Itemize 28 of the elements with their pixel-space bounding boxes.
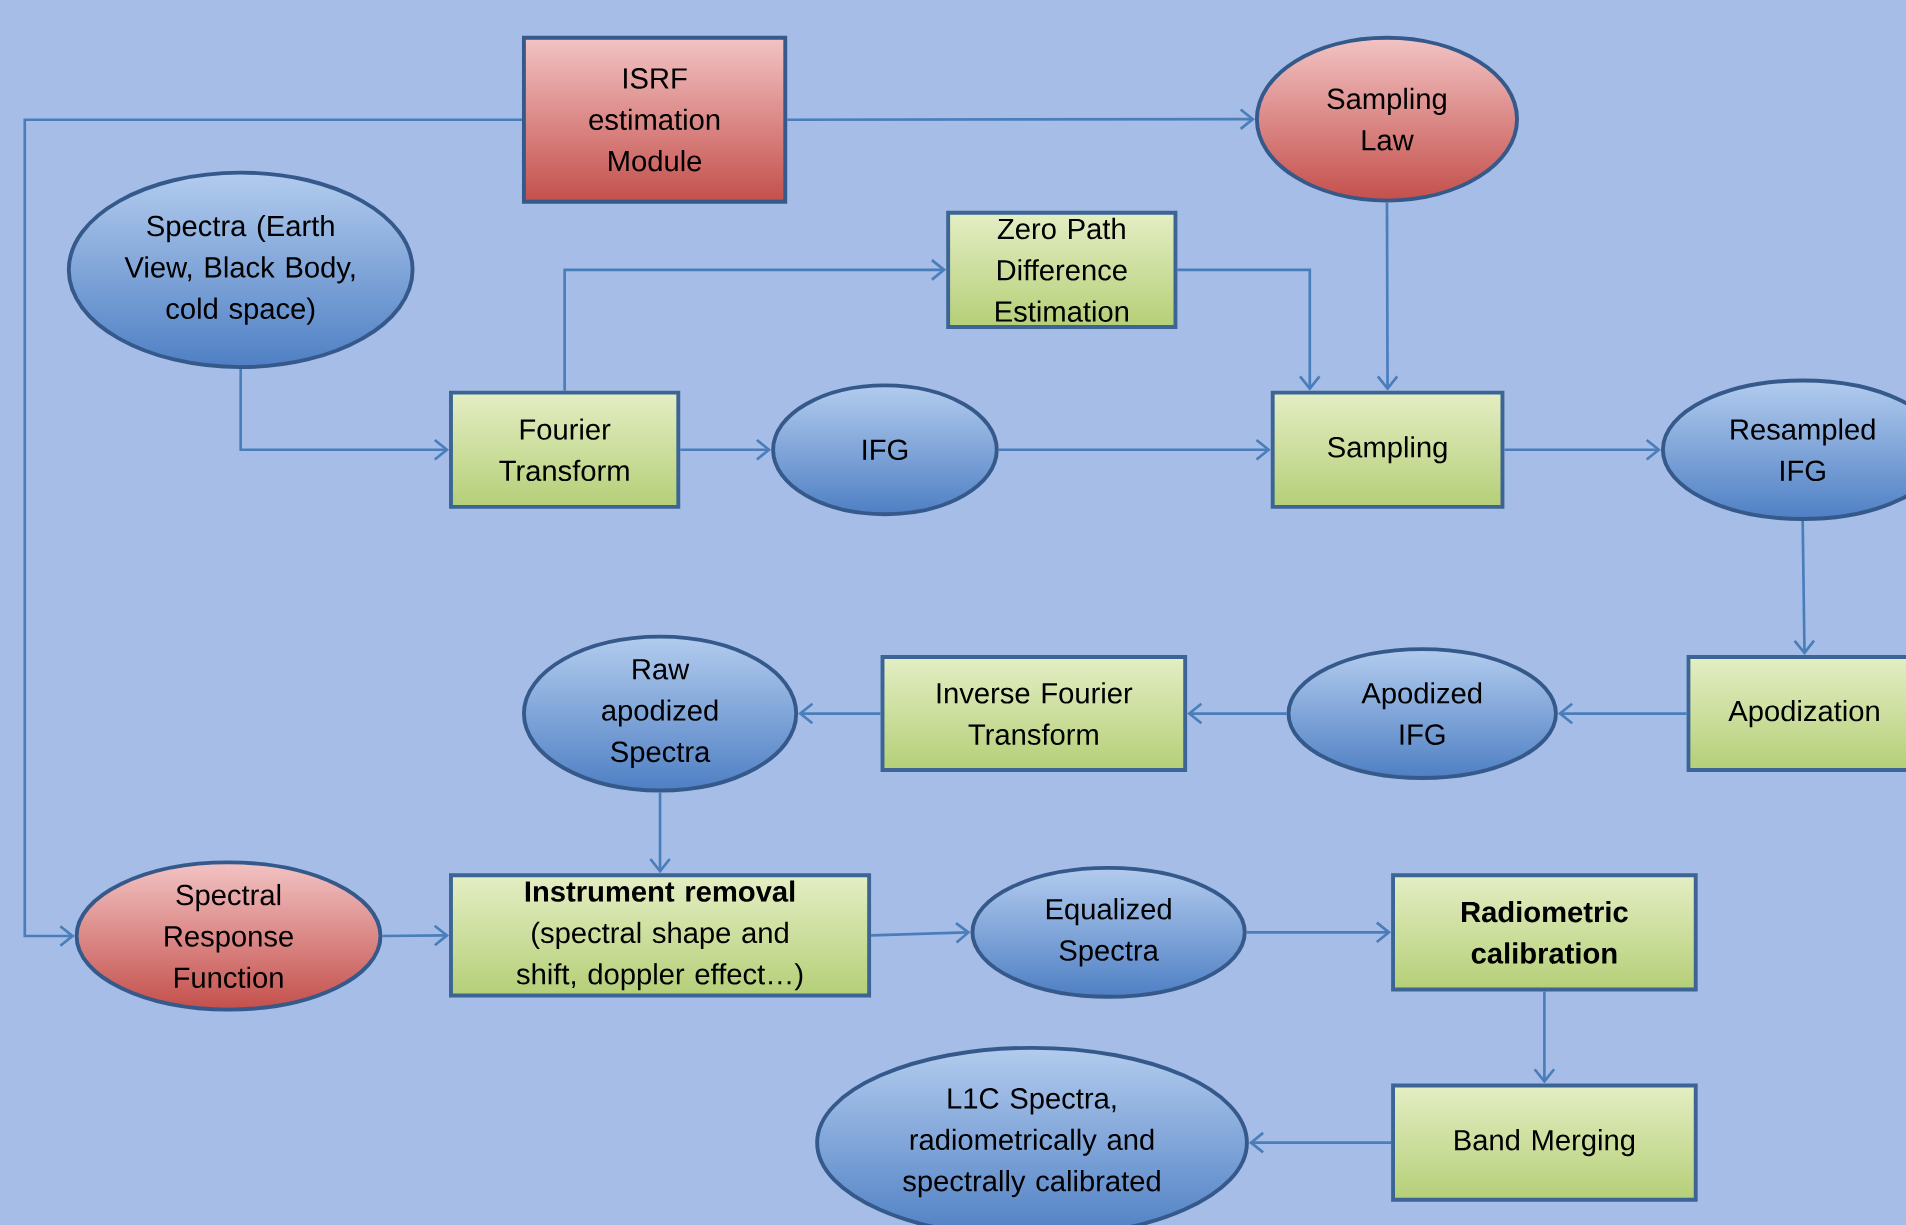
process-box: Radiometric calibration xyxy=(1391,873,1698,992)
process-box: Sampling xyxy=(1270,390,1505,509)
arrow xyxy=(1248,1131,1392,1154)
arrow xyxy=(1557,702,1687,725)
arrow xyxy=(1376,202,1399,391)
arrow xyxy=(871,921,971,944)
arrow xyxy=(1177,268,1321,391)
arrow xyxy=(1504,438,1661,461)
arrow xyxy=(798,702,881,725)
process-box: ISRF estimation Module xyxy=(521,35,788,204)
process-box: Instrument removal (spectral shape and shift, doppler effect…) xyxy=(449,873,872,998)
process-box: Apodization xyxy=(1686,654,1906,772)
arrow xyxy=(382,924,450,947)
arrow xyxy=(239,368,450,461)
arrow xyxy=(998,438,1271,461)
process-box: Band Merging xyxy=(1391,1083,1698,1202)
arrow xyxy=(563,258,947,391)
process-box: Inverse Fourier Transform xyxy=(880,654,1188,772)
arrow xyxy=(23,118,522,947)
arrow xyxy=(649,792,671,874)
arrow xyxy=(680,438,772,461)
process-box: Zero Path Difference Estimation xyxy=(946,210,1178,329)
process-box: Fourier Transform xyxy=(449,390,681,509)
arrow xyxy=(1533,991,1556,1084)
arrow xyxy=(1793,520,1816,655)
arrow xyxy=(1246,921,1392,943)
arrow xyxy=(787,108,1255,130)
arrow xyxy=(1187,702,1287,725)
